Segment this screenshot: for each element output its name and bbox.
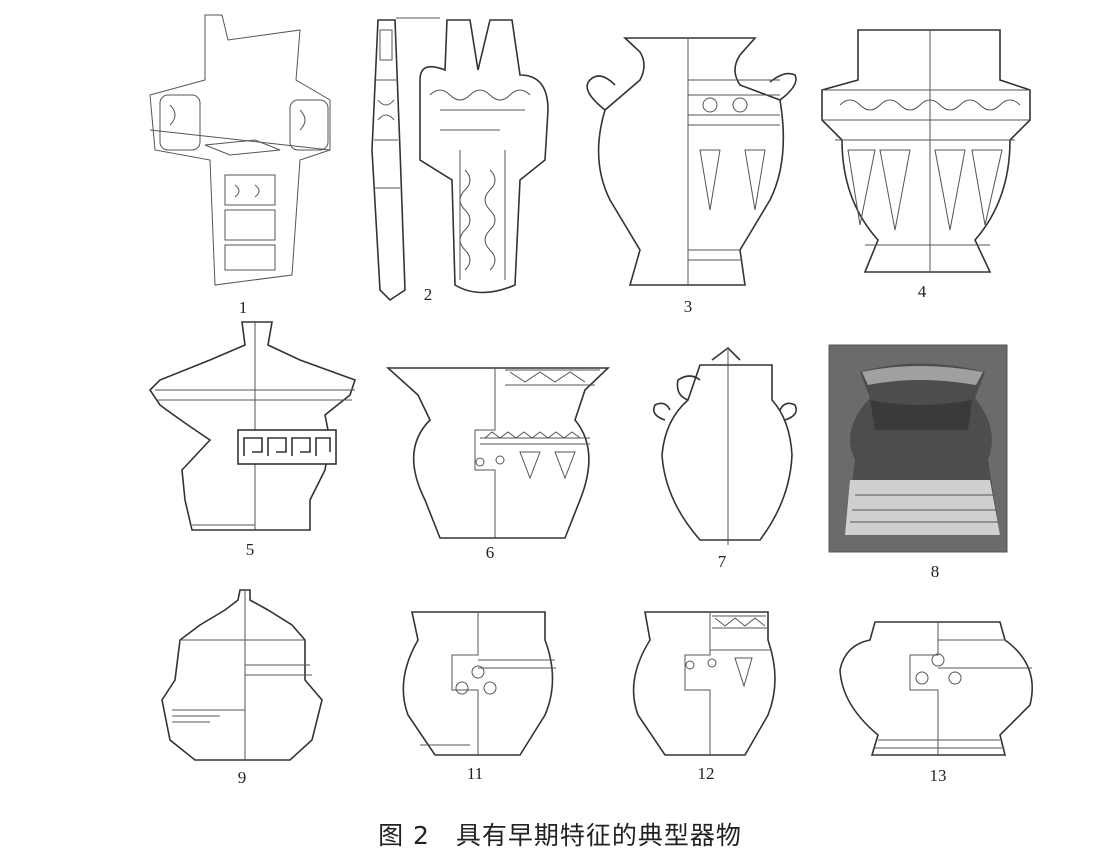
figure-label-4: 4 (917, 282, 927, 301)
artifact-6-jar-drawing (385, 367, 610, 539)
artifact-4-vessel-drawing (821, 29, 1031, 273)
artifact-8-photograph (828, 344, 1008, 553)
figure-label-13: 13 (929, 766, 947, 785)
artifact-7-jar-drawing (652, 346, 798, 545)
artifact-12-jar-drawing (632, 611, 776, 756)
artifact-2-dagger-scabbard-drawing (371, 17, 549, 302)
artifact-9-lidded-jar-drawing (161, 589, 323, 761)
figure-label-7: 7 (717, 552, 727, 571)
figure-label-3: 3 (683, 297, 693, 316)
figure-label-9: 9 (237, 768, 247, 787)
artifact-11-jar-drawing (402, 611, 556, 756)
figure-label-8: 8 (930, 562, 940, 581)
figure-label-1: 1 (238, 298, 248, 317)
artifact-13-jar-drawing (839, 621, 1034, 756)
figure-label-5: 5 (245, 540, 255, 559)
figure-label-11: 11 (466, 764, 484, 783)
artifact-1-halberd-drawing (149, 14, 331, 286)
artifact-3-vessel-drawing (586, 37, 797, 286)
artifact-plate (148, 14, 1034, 761)
figure-caption: 图 2 具有早期特征的典型器物 (378, 821, 742, 850)
figure-label-12: 12 (697, 764, 715, 783)
artifact-5-lidded-vessel-drawing (148, 321, 357, 531)
figure-label-2: 2 (423, 285, 433, 304)
figure-label-6: 6 (485, 543, 495, 562)
